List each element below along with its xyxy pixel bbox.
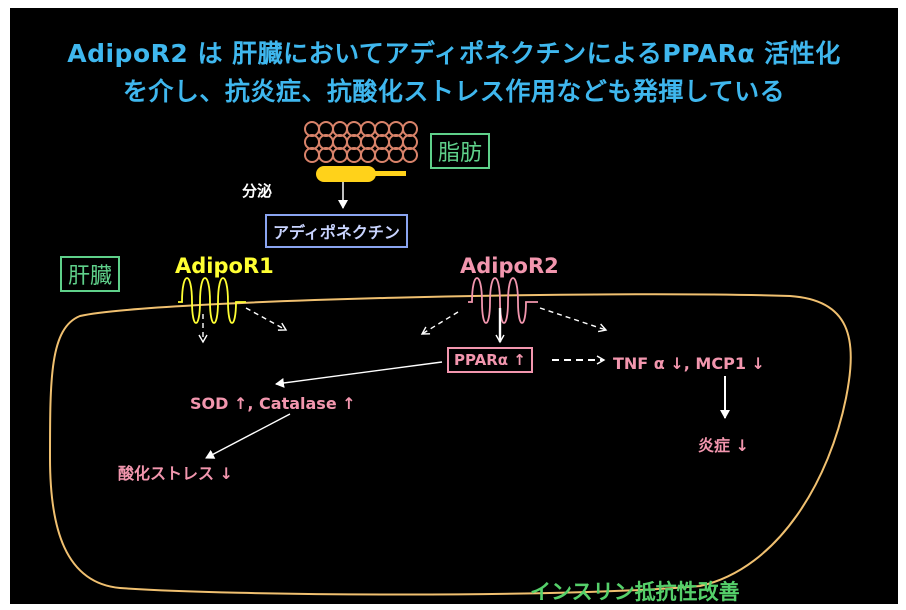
fat-cells-icon — [304, 121, 418, 163]
adipor1-label: AdipoR1 — [175, 254, 274, 278]
liver-label: 肝臓 — [60, 256, 121, 292]
pathway-diagram — [48, 121, 852, 596]
adipor1-right-arrow — [245, 307, 288, 331]
adiponectin-molecule-icon — [316, 166, 406, 182]
sod-to-oxstress-arrow — [205, 413, 291, 459]
adipor2-left-arrow — [420, 311, 459, 335]
title-line-1: AdipoR2 は 肝臓においてアディポネクチンによるPPARα 活性化 — [67, 39, 841, 68]
inflammation-label: 炎症 ↓ — [698, 436, 749, 455]
insulin-resistance-label: インスリン抵抗性改善 — [530, 580, 740, 604]
title-line-2: を介し、抗炎症、抗酸化ストレス作用なども発揮している — [122, 77, 786, 106]
ppar-to-sod-arrow — [275, 361, 443, 388]
liver-cell-outline — [48, 293, 852, 596]
fat-label: 脂肪 — [430, 133, 491, 169]
adiponectin-box: アディポネクチン — [265, 214, 408, 248]
secretion-label: 分泌 — [242, 182, 273, 200]
sod-catalase-label: SOD ↑, Catalase ↑ — [190, 394, 356, 413]
adipor2-label: AdipoR2 — [460, 254, 559, 278]
adipor2-right-arrow — [539, 307, 608, 333]
tnf-mcp1-label: TNF α ↓, MCP1 ↓ — [613, 354, 765, 373]
adipor1-receptor-icon — [178, 277, 246, 324]
slide: AdipoR2 は 肝臓においてアディポネクチンによるPPARα 活性化 を介し… — [10, 8, 898, 604]
oxidative-stress-label: 酸化ストレス ↓ — [118, 464, 233, 483]
ppar-alpha-box: PPARα ↑ — [447, 347, 533, 373]
adipor2-receptor-icon — [468, 277, 538, 324]
